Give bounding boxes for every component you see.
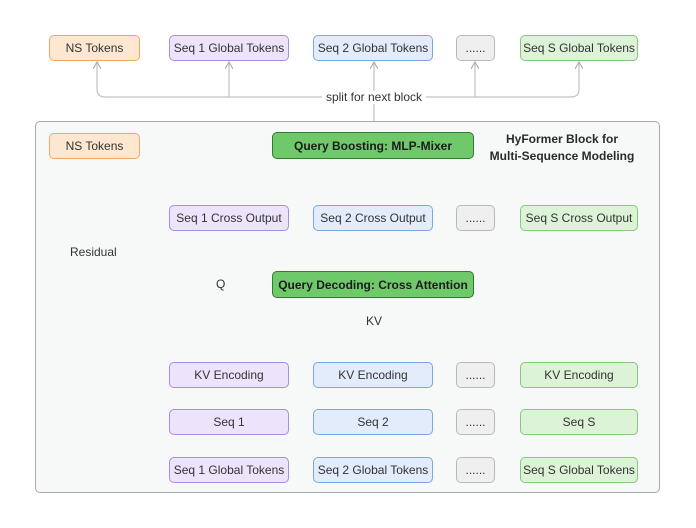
query-boosting-box: Query Boosting: MLP-Mixer — [272, 132, 474, 159]
seqs-cross-output-label: Seq S Cross Output — [525, 211, 633, 225]
block-title-line2: Multi-Sequence Modeling — [489, 149, 635, 163]
kv-encoding-ellipsis-label: ...... — [465, 368, 486, 382]
top-ellipsis-label: ...... — [465, 41, 486, 55]
kv-label: KV — [366, 314, 383, 328]
top-seq2-global-label: Seq 2 Global Tokens — [317, 41, 429, 55]
seqs-box: Seq S — [520, 409, 638, 435]
seq-ellipsis-box: ...... — [456, 409, 495, 435]
top-seq1-global-box: Seq 1 Global Tokens — [169, 35, 289, 61]
q-label: Q — [216, 277, 226, 291]
query-boosting-label: Query Boosting: MLP-Mixer — [293, 138, 452, 153]
top-ns-tokens-label: NS Tokens — [65, 41, 124, 55]
seq1-kv-encoding-box: KV Encoding — [169, 362, 289, 388]
hyformer-block-panel — [35, 121, 660, 493]
seqs-global-tokens-box: Seq S Global Tokens — [520, 457, 638, 483]
seq1-cross-output-box: Seq 1 Cross Output — [169, 205, 289, 231]
seqs-kv-encoding-label: KV Encoding — [544, 368, 614, 382]
seqs-label: Seq S — [562, 415, 596, 429]
top-seqs-global-label: Seq S Global Tokens — [523, 41, 635, 55]
seq1-box: Seq 1 — [169, 409, 289, 435]
seq2-cross-output-label: Seq 2 Cross Output — [320, 211, 426, 225]
query-decoding-label: Query Decoding: Cross Attention — [278, 277, 468, 292]
seq2-kv-encoding-box: KV Encoding — [313, 362, 433, 388]
top-seq2-global-box: Seq 2 Global Tokens — [313, 35, 433, 61]
seq2-kv-encoding-label: KV Encoding — [338, 368, 408, 382]
global-tokens-ellipsis-box: ...... — [456, 457, 495, 483]
seq2-cross-output-box: Seq 2 Cross Output — [313, 205, 433, 231]
top-seqs-global-box: Seq S Global Tokens — [520, 35, 638, 61]
top-ellipsis-box: ...... — [456, 35, 495, 61]
seq2-box: Seq 2 — [313, 409, 433, 435]
query-decoding-box: Query Decoding: Cross Attention — [272, 271, 474, 298]
top-seq1-global-label: Seq 1 Global Tokens — [173, 41, 285, 55]
block-title-line1: HyFormer Block for — [505, 132, 619, 146]
seqs-global-tokens-label: Seq S Global Tokens — [523, 463, 635, 477]
seq1-kv-encoding-label: KV Encoding — [194, 368, 264, 382]
block-ns-tokens-label: NS Tokens — [65, 139, 124, 153]
seq1-label: Seq 1 — [213, 415, 245, 429]
split-label: split for next block — [325, 90, 423, 104]
block-title: HyFormer Block for Multi-Sequence Modeli… — [482, 131, 642, 165]
seq2-global-tokens-label: Seq 2 Global Tokens — [317, 463, 429, 477]
seq1-global-tokens-box: Seq 1 Global Tokens — [169, 457, 289, 483]
kv-encoding-ellipsis-box: ...... — [456, 362, 495, 388]
seqs-cross-output-box: Seq S Cross Output — [520, 205, 638, 231]
seq1-global-tokens-label: Seq 1 Global Tokens — [173, 463, 285, 477]
seqs-kv-encoding-box: KV Encoding — [520, 362, 638, 388]
residual-label: Residual — [70, 245, 117, 259]
global-tokens-ellipsis-label: ...... — [465, 463, 486, 477]
top-ns-tokens-box: NS Tokens — [49, 35, 140, 61]
seq1-cross-output-label: Seq 1 Cross Output — [176, 211, 282, 225]
cross-output-ellipsis-label: ...... — [465, 211, 486, 225]
block-ns-tokens-box: NS Tokens — [49, 133, 140, 159]
seq2-global-tokens-box: Seq 2 Global Tokens — [313, 457, 433, 483]
cross-output-ellipsis-box: ...... — [456, 205, 495, 231]
seq-ellipsis-label: ...... — [465, 415, 486, 429]
seq2-label: Seq 2 — [357, 415, 389, 429]
